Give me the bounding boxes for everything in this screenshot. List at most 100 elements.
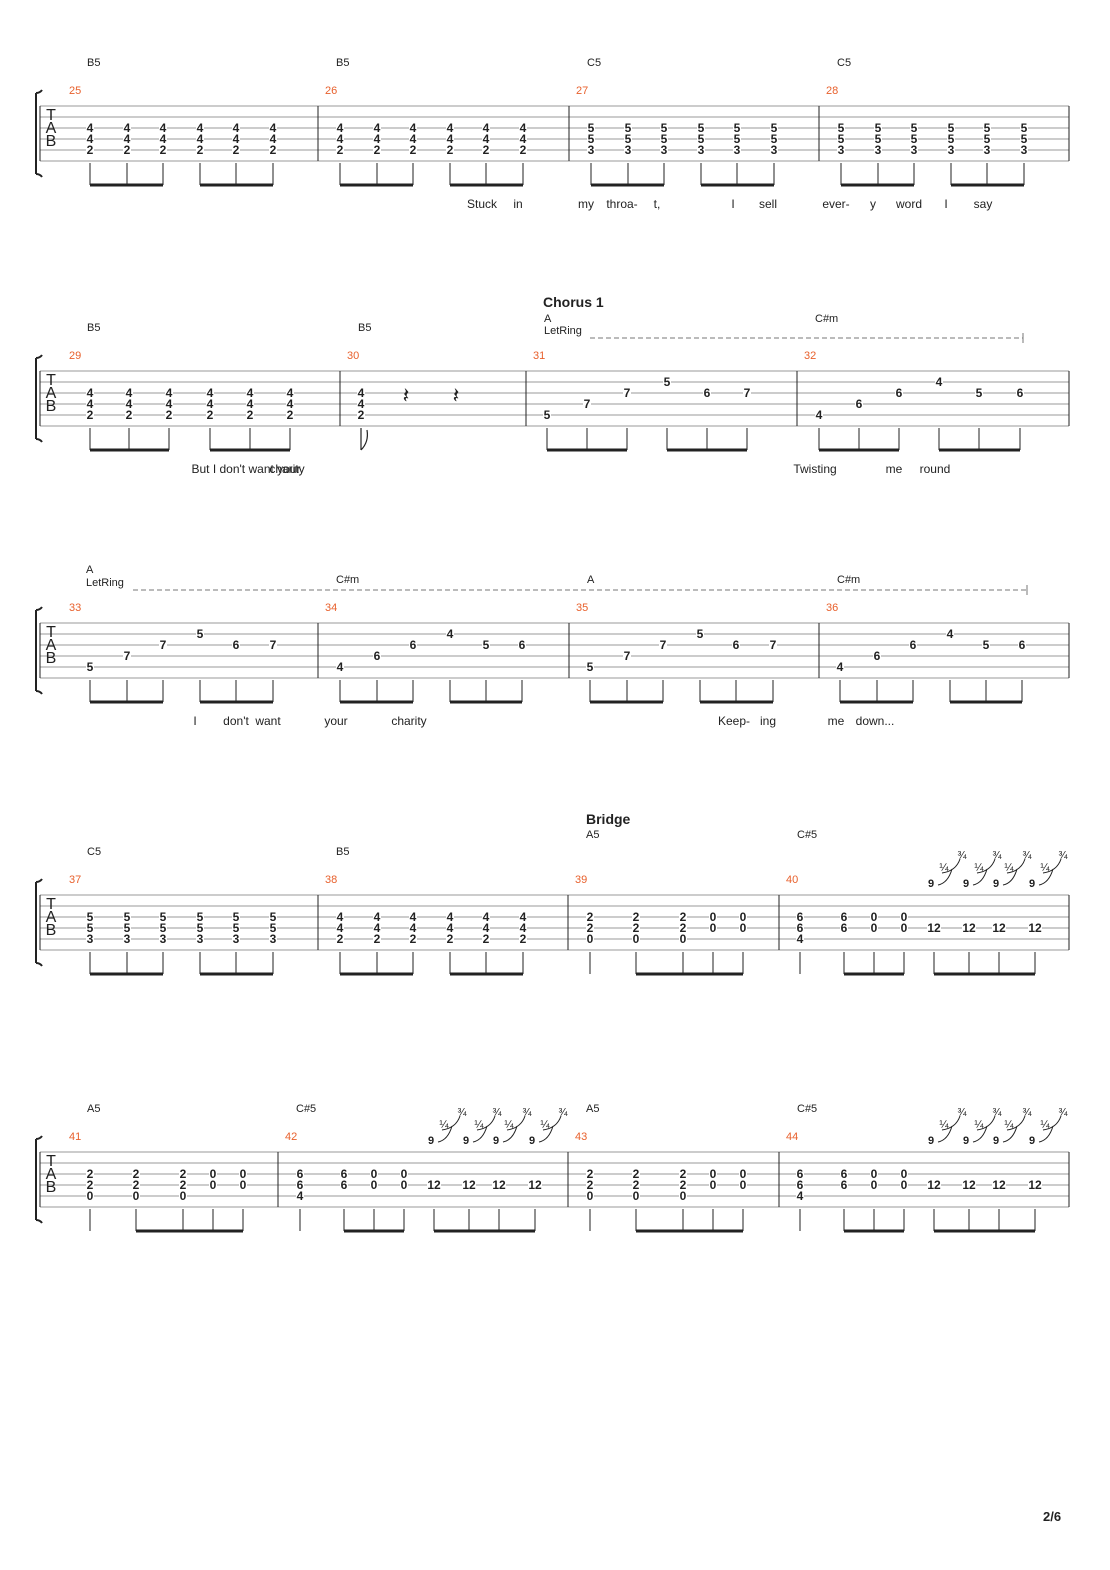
- fret-bg: [482, 640, 490, 650]
- fret-bg: [159, 145, 167, 155]
- fret-bg: [132, 1191, 140, 1201]
- fret-number: 5: [625, 132, 632, 146]
- fret-bg: [624, 123, 632, 133]
- fret-number: 5: [233, 910, 240, 924]
- fret-number: 4: [410, 132, 417, 146]
- measure-number: 44: [786, 1131, 798, 1143]
- lyric-syllable: my: [578, 197, 594, 211]
- fret-bg: [206, 388, 214, 398]
- fret-bg: [900, 923, 908, 933]
- fret-number: 4: [124, 121, 131, 135]
- tab-clef-letter: T: [46, 896, 56, 913]
- fret-number: 2: [483, 143, 490, 157]
- bend-label: ¼: [1040, 862, 1050, 874]
- bend-arrow: [506, 1115, 526, 1131]
- fret-number: 4: [337, 132, 344, 146]
- fret-number: 6: [841, 921, 848, 935]
- fret-bg: [947, 123, 955, 133]
- let-ring-label: LetRing: [544, 325, 582, 337]
- bend-label: ¾: [522, 1107, 532, 1119]
- chord-name: C5: [837, 57, 851, 69]
- fret-number: 7: [584, 397, 591, 411]
- fret-bg: [269, 145, 277, 155]
- fret-bg: [123, 145, 131, 155]
- fret-number: 4: [520, 921, 527, 935]
- fret-bg: [660, 123, 668, 133]
- fret-number: 3: [948, 143, 955, 157]
- fret-bg: [519, 145, 527, 155]
- fret-bg: [962, 1180, 976, 1190]
- fret-number: 3: [588, 143, 595, 157]
- fret-number: 12: [927, 921, 941, 935]
- fret-bg: [623, 651, 631, 661]
- fret-bg: [632, 1191, 640, 1201]
- fret-bg: [586, 1169, 594, 1179]
- lyric-syllable: down...: [856, 714, 895, 728]
- measure-number: 43: [575, 1131, 587, 1143]
- fret-number: 2: [207, 408, 214, 422]
- fret-bg: [837, 123, 845, 133]
- fret-number: 4: [410, 910, 417, 924]
- fret-bg: [125, 410, 133, 420]
- fret-number: 7: [770, 638, 777, 652]
- bend-arrow: [1006, 858, 1026, 874]
- fret-number: 7: [744, 386, 751, 400]
- fret-bg: [623, 388, 631, 398]
- fret-bg: [196, 923, 204, 933]
- fret-bg: [269, 934, 277, 944]
- fret-number: 5: [197, 910, 204, 924]
- fret-number: 12: [528, 1178, 542, 1192]
- fret-number: 6: [733, 638, 740, 652]
- fret-number: 2: [447, 932, 454, 946]
- grace-note: 9: [928, 1135, 934, 1147]
- fret-bg: [660, 145, 668, 155]
- fret-number: 2: [680, 921, 687, 935]
- fret-bg: [269, 923, 277, 933]
- fret-bg: [840, 923, 848, 933]
- fret-bg: [518, 640, 526, 650]
- fret-bg: [400, 1169, 408, 1179]
- grace-note: 9: [529, 1135, 535, 1147]
- chord-name: A5: [586, 1103, 599, 1115]
- measure-number: 29: [69, 350, 81, 362]
- bend-label: ¼: [974, 862, 984, 874]
- fret-bg: [482, 145, 490, 155]
- measure-number: 36: [826, 602, 838, 614]
- fret-number: 3: [875, 143, 882, 157]
- fret-bg: [733, 123, 741, 133]
- fret-bg: [206, 410, 214, 420]
- lyric-syllable: want: [254, 714, 281, 728]
- fret-number: 5: [948, 121, 955, 135]
- fret-number: 4: [374, 921, 381, 935]
- fret-number: 6: [797, 1167, 804, 1181]
- fret-number: 4: [447, 627, 454, 641]
- fret-bg: [696, 629, 704, 639]
- bend-label: ¾: [957, 1107, 967, 1119]
- fret-number: 6: [797, 921, 804, 935]
- fret-bg: [1028, 1180, 1042, 1190]
- fret-bg: [837, 134, 845, 144]
- lyric-syllable: round: [920, 462, 951, 476]
- fret-number: 7: [124, 649, 131, 663]
- section-marker: Bridge: [586, 811, 631, 827]
- fret-bg: [446, 123, 454, 133]
- fret-bg: [159, 934, 167, 944]
- fret-bg: [179, 1180, 187, 1190]
- fret-number: 3: [698, 143, 705, 157]
- fret-number: 5: [483, 638, 490, 652]
- fret-bg: [86, 399, 94, 409]
- fret-number: 5: [588, 132, 595, 146]
- fret-number: 2: [270, 143, 277, 157]
- fret-bg: [732, 640, 740, 650]
- fret-number: 4: [126, 386, 133, 400]
- fret-bg: [373, 912, 381, 922]
- fret-bg: [982, 640, 990, 650]
- fret-number: 4: [160, 121, 167, 135]
- fret-number: 2: [410, 143, 417, 157]
- fret-number: 7: [270, 638, 277, 652]
- fret-bg: [900, 912, 908, 922]
- fret-bg: [209, 1180, 217, 1190]
- fret-bg: [739, 923, 747, 933]
- fret-bg: [659, 640, 667, 650]
